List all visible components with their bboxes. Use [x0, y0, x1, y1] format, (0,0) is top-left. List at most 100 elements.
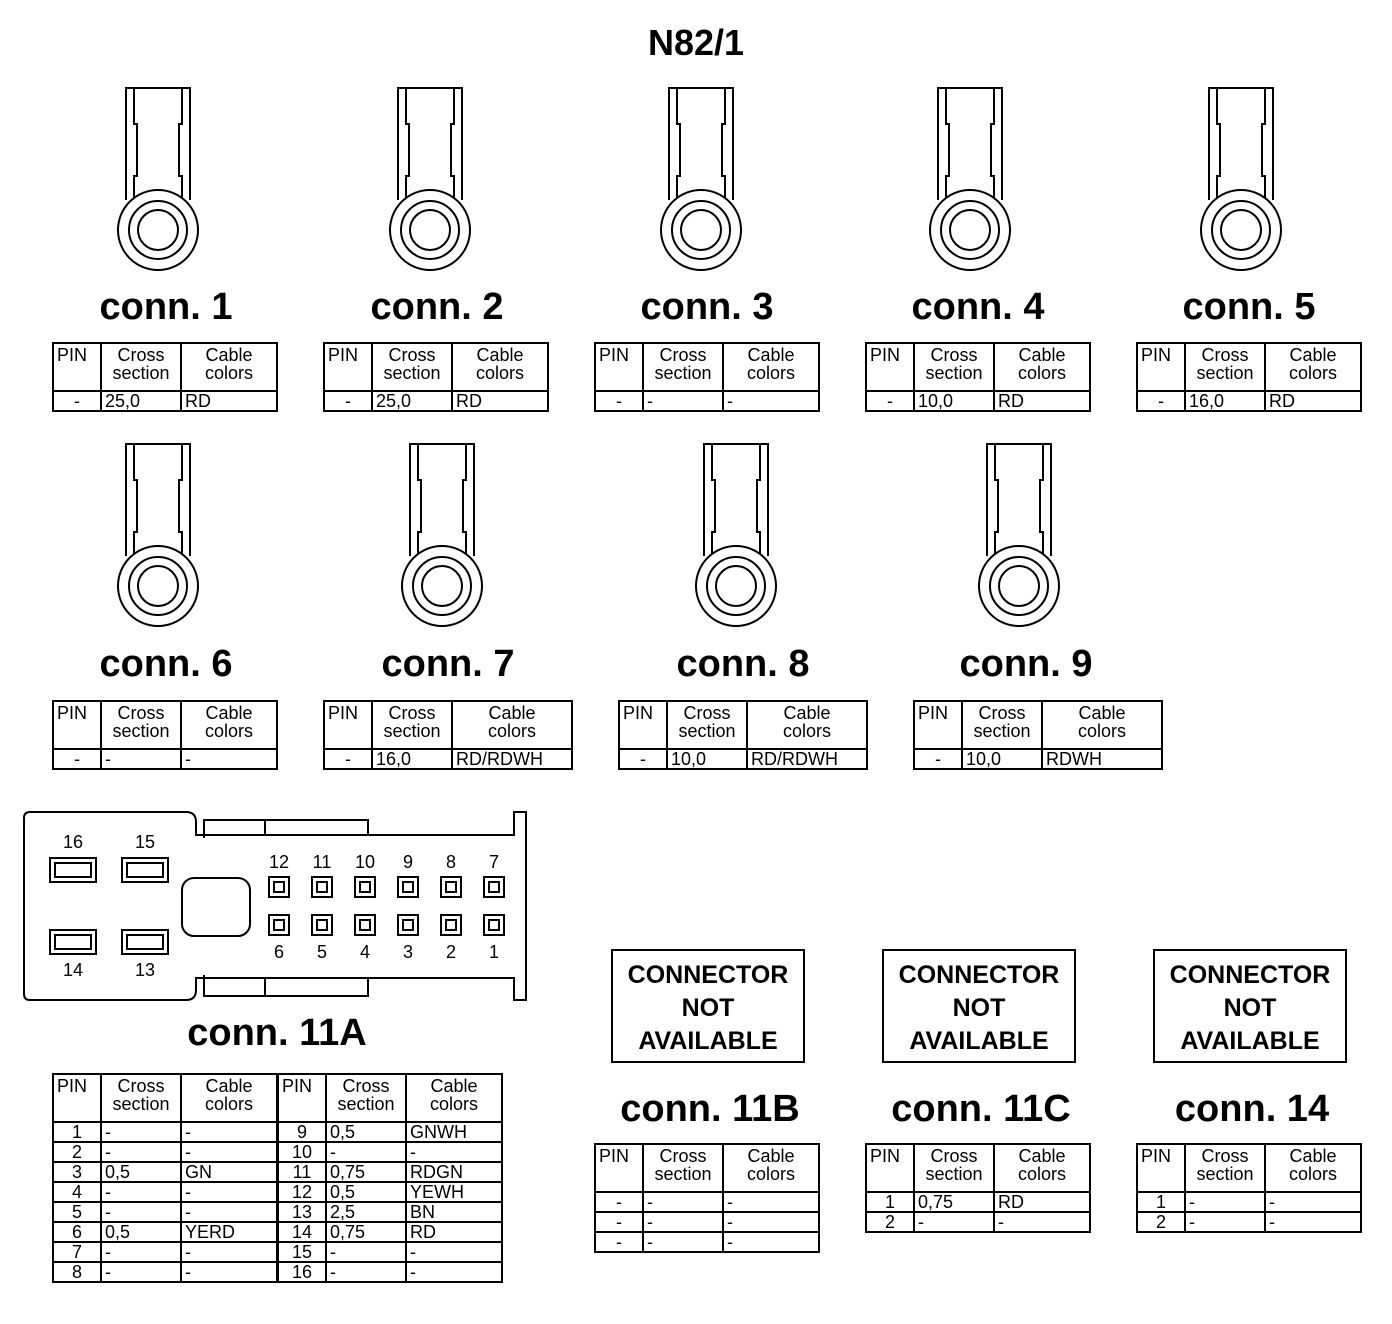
- terminal-6-tab-left: [133, 444, 138, 556]
- pin-cell: -: [323, 390, 373, 412]
- header-cross-line: Cross: [1201, 1146, 1249, 1166]
- cross-section-cell: -: [1184, 1191, 1266, 1213]
- header-cross-line: section: [925, 363, 983, 383]
- cross-section-cell: -: [642, 1191, 724, 1213]
- cable-color-cell: -: [180, 1241, 279, 1263]
- cross-section-cell: -: [100, 1201, 182, 1223]
- terminal-8-tab-left: [711, 444, 716, 556]
- table-row: 7--15--: [52, 1241, 503, 1263]
- conn-11a-pin-number: 16: [63, 832, 83, 852]
- terminal-4-ring-inner: [940, 200, 1000, 260]
- notice-line: NOT: [1223, 994, 1277, 1022]
- notice-line: AVAILABLE: [909, 1027, 1049, 1055]
- pin-cell: -: [618, 748, 668, 770]
- terminal-4-hole: [949, 209, 991, 251]
- header-pin: PIN: [276, 1073, 327, 1123]
- cable-color-cell: -: [722, 1191, 820, 1213]
- conn-11a-pin-number: 15: [135, 832, 155, 852]
- pin-cell: -: [1136, 390, 1186, 412]
- conn-2-label: conn. 2: [370, 286, 504, 328]
- conn-11a-pin-number: 12: [269, 852, 289, 872]
- notice-line: NOT: [681, 994, 735, 1022]
- cable-color-cell: -: [993, 1211, 1091, 1233]
- header-pin: PIN: [865, 1143, 915, 1193]
- pin-cell: 6: [52, 1221, 102, 1243]
- conn-11a-large-pin-inner: [54, 934, 92, 950]
- terminal-7-tab-left: [417, 444, 422, 556]
- header-colors-line: Cable: [1078, 703, 1126, 723]
- header-cross-line: Cross: [117, 345, 165, 365]
- header-pin: PIN: [865, 342, 915, 392]
- conn-11a-small-pin: [311, 876, 333, 898]
- conn-11a-small-pin-inner: [359, 881, 371, 893]
- cross-section-cell: 0,5: [100, 1161, 182, 1183]
- cable-color-cell: YERD: [180, 1221, 279, 1243]
- terminal-9-tab-left: [994, 444, 999, 556]
- terminal-4-tab-right: [990, 88, 995, 200]
- cable-color-cell: BN: [405, 1201, 503, 1223]
- cross-section-cell: -: [100, 1181, 182, 1203]
- conn-11a-large-pin: [121, 929, 169, 955]
- cable-color-cell: -: [180, 1121, 279, 1143]
- cable-color-cell: RD: [1264, 390, 1362, 412]
- header-pin: PIN: [323, 700, 373, 750]
- conn-11a-small-pin-inner: [488, 919, 500, 931]
- header-colors-line: Cable: [1018, 345, 1066, 365]
- pin-cell: 8: [52, 1261, 102, 1283]
- conn-11a-pin-number: 11: [313, 852, 332, 872]
- cable-color-cell: -: [180, 1201, 279, 1223]
- cable-color-cell: -: [180, 1141, 279, 1163]
- terminal-3-tab-right: [721, 88, 726, 200]
- conn-11a-small-pin: [268, 876, 290, 898]
- terminal-8-ring-inner: [706, 556, 766, 616]
- cross-section-cell: -: [100, 1121, 182, 1143]
- cross-section-cell: 0,75: [325, 1221, 407, 1243]
- terminal-5-hole: [1220, 209, 1262, 251]
- cable-color-cell: GNWH: [405, 1121, 503, 1143]
- terminal-9-ring-inner: [989, 556, 1049, 616]
- conn-9-label: conn. 9: [959, 643, 1093, 685]
- header-colors-line: colors: [1288, 1164, 1337, 1184]
- cable-color-cell: -: [1264, 1211, 1362, 1233]
- cable-color-cell: -: [722, 1231, 820, 1253]
- conn-14-label: conn. 14: [1174, 1088, 1330, 1130]
- header-cross-line: Cross: [683, 703, 731, 723]
- conn-11a-small-pin-inner: [445, 919, 457, 931]
- cross-section-cell: 0,5: [325, 1121, 407, 1143]
- header-pin: PIN: [913, 700, 963, 750]
- terminal-5-tab-left: [1216, 88, 1221, 200]
- table-row: 2--: [1136, 1211, 1362, 1233]
- cable-color-cell: -: [405, 1141, 503, 1163]
- cable-color-cell: -: [722, 1211, 820, 1233]
- cable-color-cell: RD: [993, 1191, 1091, 1213]
- conn-5-label: conn. 5: [1182, 286, 1316, 328]
- header-cross-line: section: [973, 721, 1031, 741]
- terminal-8-body: [703, 443, 769, 556]
- table-row: 8--16--: [52, 1261, 503, 1283]
- header-cross-line: section: [112, 721, 170, 741]
- cross-section-cell: 0,75: [913, 1191, 995, 1213]
